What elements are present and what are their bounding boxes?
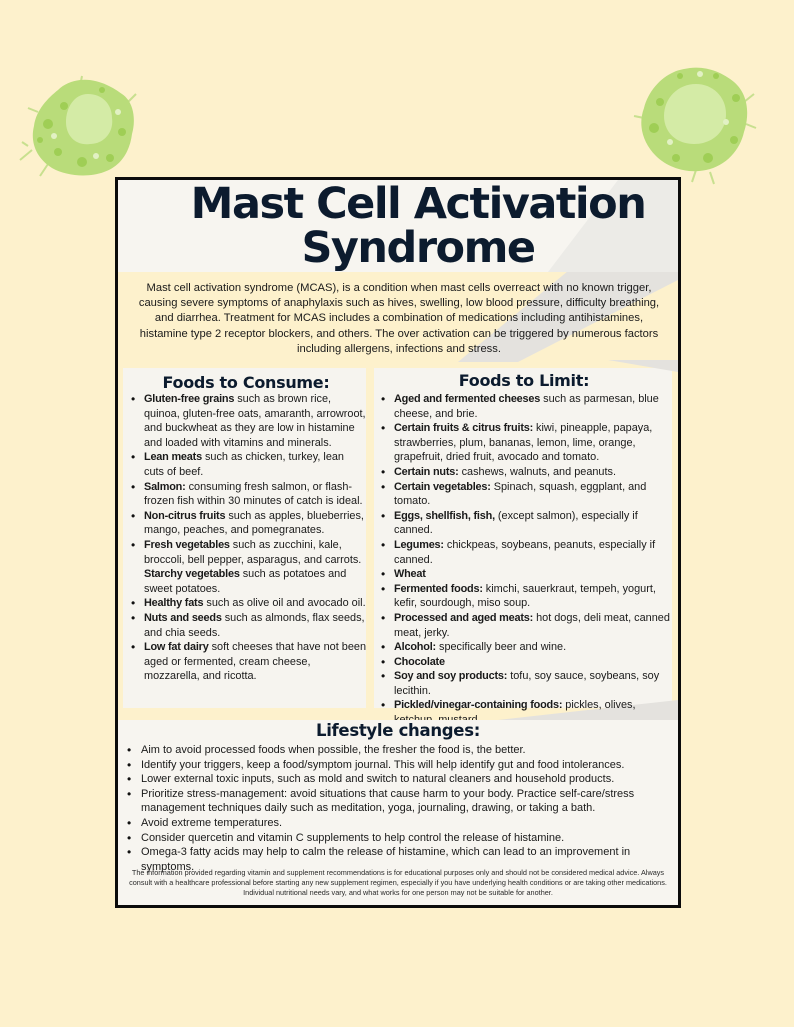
consume-item-bold: Low fat dairy: [144, 641, 209, 654]
limit-item-text: chickpeas, soybeans, peanuts, especially…: [394, 538, 656, 566]
limit-item-text: kiwi, pineapple, papaya, strawberries, p…: [394, 422, 653, 464]
limit-item-bold: Certain vegetables:: [394, 480, 491, 493]
consume-item-text: such as almonds, flax seeds, and chia se…: [144, 611, 365, 639]
limit-item-bold: Legumes:: [394, 538, 444, 551]
limit-item: Certain nuts: cashews, walnuts, and pean…: [380, 465, 670, 480]
lifestyle-item: Omega-3 fatty acids may help to calm the…: [126, 845, 678, 874]
consume-item: Lean meats such as chicken, turkey, lean…: [130, 450, 366, 479]
limit-item-bold: Processed and aged meats:: [394, 611, 534, 624]
limit-item-text: specifically beer and wine.: [435, 641, 567, 654]
lifestyle-item: Aim to avoid processed foods when possib…: [126, 743, 678, 758]
consume-heading: Foods to Consume:: [162, 373, 330, 392]
consume-item: Nuts and seeds such as almonds, flax see…: [130, 611, 366, 640]
limit-item: Fermented foods: kimchi, sauerkraut, tem…: [380, 582, 670, 611]
consume-item-bold: Fresh vegetables: [144, 538, 230, 551]
limit-item: Eggs, shellfish, fish, (except salmon), …: [380, 509, 670, 538]
limit-item: Processed and aged meats: hot dogs, deli…: [380, 611, 670, 640]
consume-item-text: such as zucchini, kale, broccoli, bell p…: [144, 538, 362, 566]
limit-item-text: cashews, walnuts, and peanuts.: [458, 465, 616, 478]
consume-item-bold: Salmon:: [144, 480, 186, 493]
consume-item: Non-citrus fruits such as apples, bluebe…: [130, 509, 366, 538]
consume-item-bold: Nuts and seeds: [144, 611, 222, 624]
limit-item-bold: Wheat: [394, 568, 426, 581]
consume-item-text: soft cheeses that have not been aged or …: [144, 641, 366, 683]
intro-paragraph: Mast cell activation syndrome (MCAS), is…: [138, 282, 660, 355]
consume-item-text: consuming fresh salmon, or flash-frozen …: [144, 480, 363, 508]
disclaimer-text: The information provided regarding vitam…: [129, 868, 667, 897]
decorative-shapes: [458, 180, 678, 362]
limit-item-bold: Fermented foods:: [394, 582, 483, 595]
consume-item-text: such as chicken, turkey, lean cuts of be…: [144, 451, 344, 478]
lifestyle-item: Identify your triggers, keep a food/symp…: [126, 758, 678, 773]
limit-item: Certain vegetables: Spinach, squash, egg…: [380, 480, 670, 509]
limit-item-bold: Certain nuts:: [394, 465, 459, 478]
limit-list: Aged and fermented cheeses such as parme…: [380, 392, 670, 728]
consume-item: Gluten-free grains such as brown rice, q…: [130, 392, 366, 450]
limit-item-text: such as parmesan, blue cheese, and brie.: [394, 393, 659, 420]
limit-item: Soy and soy products: tofu, soy sauce, s…: [380, 669, 670, 698]
limit-item-text: hot dogs, deli meat, canned meat, jerky.: [394, 611, 670, 639]
lifestyle-item: Consider quercetin and vitamin C supplem…: [126, 831, 678, 846]
limit-item-text: (except salmon), especially if canned.: [394, 509, 638, 537]
limit-item-bold: Alcohol:: [394, 641, 436, 654]
limit-item-text: Spinach, squash, eggplant, and tomato.: [394, 480, 647, 508]
limit-item: Wheat: [380, 567, 670, 582]
limit-item: Chocolate: [380, 655, 670, 670]
limit-item-text: kimchi, sauerkraut, tempeh, yogurt, kefi…: [394, 582, 656, 610]
limit-item-text: tofu, soy sauce, soybeans, soy lecithin.: [394, 670, 660, 697]
limit-item-bold: Eggs, shellfish, fish,: [394, 509, 495, 522]
consume-item: Fresh vegetables such as zucchini, kale,…: [130, 538, 366, 596]
limit-item: Aged and fermented cheeses such as parme…: [380, 392, 670, 421]
consume-item-bold: Lean meats: [144, 451, 202, 464]
consume-item: Salmon: consuming fresh salmon, or flash…: [130, 480, 366, 509]
consume-item-bold: Non-citrus fruits: [144, 509, 226, 522]
lifestyle-item: Avoid extreme temperatures.: [126, 816, 678, 831]
lifestyle-item: Prioritize stress-management: avoid situ…: [126, 787, 678, 816]
limit-item-bold: Soy and soy products:: [394, 670, 508, 683]
consume-list: Gluten-free grains such as brown rice, q…: [130, 392, 366, 684]
lifestyle-list: Aim to avoid processed foods when possib…: [126, 743, 678, 874]
limit-item-bold: Chocolate: [394, 655, 445, 668]
consume-item-bold: Healthy fats: [144, 597, 204, 610]
limit-item: Legumes: chickpeas, soybeans, peanuts, e…: [380, 538, 670, 567]
lifestyle-item: Lower external toxic inputs, such as mol…: [126, 772, 678, 787]
limit-heading: Foods to Limit:: [458, 371, 590, 390]
limit-item-bold: Pickled/vinegar-containing foods:: [394, 699, 563, 712]
consume-item-text: such as brown rice, quinoa, gluten-free …: [144, 393, 366, 449]
limit-item-bold: Aged and fermented cheeses: [394, 393, 541, 405]
consume-item-text: such as apples, blueberries, mango, peac…: [144, 509, 364, 537]
limit-item: Alcohol: specifically beer and wine.: [380, 640, 670, 655]
consume-item-text: such as potatoes and sweet potatoes.: [144, 568, 347, 595]
info-sheet: Mast Cell Activation Syndrome Mast cell …: [115, 177, 681, 908]
mast-cell-left-icon: [19, 75, 137, 177]
lifestyle-heading: Lifestyle changes:: [315, 721, 481, 740]
limit-item-bold: Certain fruits & citrus fruits:: [394, 422, 534, 435]
limit-item: Certain fruits & citrus fruits: kiwi, pi…: [380, 421, 670, 465]
consume-item: Healthy fats such as olive oil and avoca…: [130, 596, 366, 611]
consume-item-bold: Gluten-free grains: [144, 393, 235, 405]
page-title: Mast Cell Activation Syndrome: [190, 179, 647, 273]
consume-item: Low fat dairy soft cheeses that have not…: [130, 640, 366, 684]
consume-item-bold: Starchy vegetables: [144, 568, 240, 581]
mast-cell-right-icon: [633, 67, 757, 185]
consume-item-text: such as olive oil and avocado oil.: [203, 597, 366, 610]
